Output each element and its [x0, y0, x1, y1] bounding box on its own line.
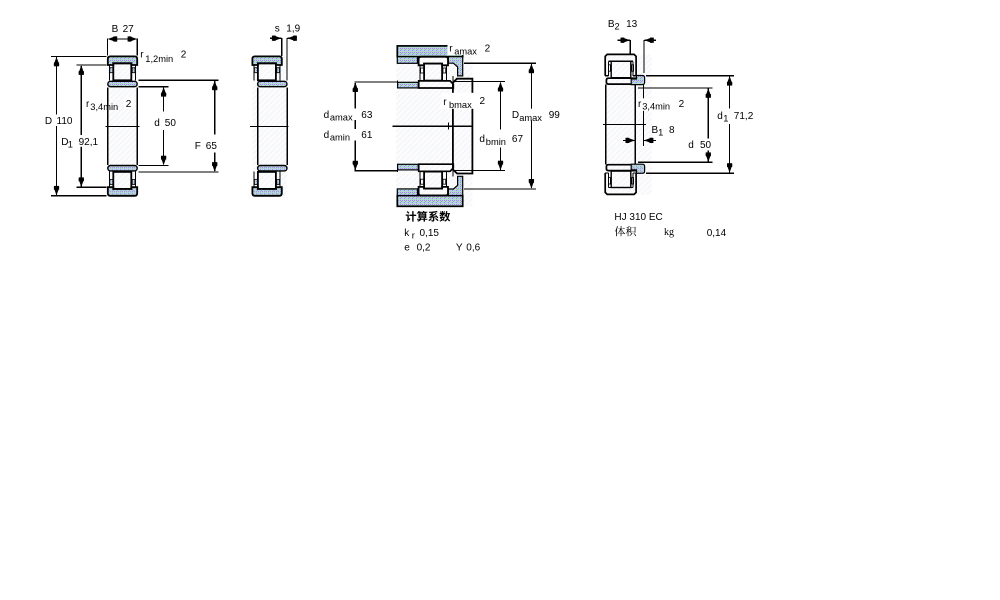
- svg-text:amax: amax: [454, 46, 477, 56]
- svg-text:F: F: [195, 141, 201, 152]
- svg-text:B: B: [652, 125, 659, 136]
- svg-text:63: 63: [361, 110, 373, 121]
- svg-text:1,9: 1,9: [286, 23, 300, 34]
- svg-text:2: 2: [181, 50, 187, 61]
- svg-text:k: k: [404, 228, 410, 239]
- svg-text:50: 50: [165, 118, 177, 129]
- svg-text:1: 1: [723, 114, 728, 124]
- svg-text:3,4min: 3,4min: [90, 102, 118, 112]
- svg-text:0,2: 0,2: [417, 243, 431, 254]
- svg-text:61: 61: [361, 130, 373, 141]
- svg-text:amin: amin: [330, 133, 350, 143]
- svg-text:bmin: bmin: [486, 137, 506, 147]
- svg-text:r: r: [638, 99, 642, 110]
- svg-text:27: 27: [123, 24, 135, 35]
- svg-text:d: d: [717, 111, 723, 122]
- svg-text:1: 1: [68, 139, 73, 149]
- svg-text:r: r: [86, 99, 90, 110]
- svg-text:r: r: [443, 97, 447, 108]
- svg-text:HJ 310 EC: HJ 310 EC: [614, 212, 662, 223]
- svg-text:65: 65: [206, 141, 218, 152]
- svg-text:kg: kg: [664, 227, 674, 238]
- svg-text:amax: amax: [519, 113, 542, 123]
- svg-text:2: 2: [679, 99, 685, 110]
- svg-text:0,15: 0,15: [420, 228, 440, 239]
- svg-text:D: D: [45, 116, 52, 127]
- svg-text:2: 2: [615, 22, 620, 32]
- svg-text:13: 13: [626, 19, 638, 30]
- svg-text:0,6: 0,6: [466, 243, 480, 254]
- svg-text:99: 99: [549, 110, 561, 121]
- svg-text:bmax: bmax: [449, 100, 472, 110]
- svg-text:Y: Y: [456, 243, 463, 254]
- svg-text:0,14: 0,14: [707, 228, 727, 239]
- svg-text:2: 2: [485, 43, 491, 54]
- svg-text:67: 67: [512, 134, 524, 145]
- svg-text:d: d: [324, 130, 330, 141]
- svg-text:2: 2: [126, 99, 132, 110]
- svg-text:3,4min: 3,4min: [642, 102, 670, 112]
- svg-text:d: d: [154, 118, 160, 129]
- svg-text:D: D: [61, 137, 68, 148]
- svg-text:r: r: [140, 50, 144, 61]
- svg-text:d: d: [479, 134, 485, 145]
- svg-text:amax: amax: [330, 112, 353, 122]
- svg-text:e: e: [404, 243, 410, 254]
- svg-text:8: 8: [669, 125, 675, 136]
- svg-text:50: 50: [700, 140, 712, 151]
- svg-text:1,2min: 1,2min: [145, 54, 173, 64]
- svg-text:r: r: [412, 230, 415, 240]
- svg-text:1: 1: [658, 127, 663, 137]
- svg-text:B: B: [112, 24, 119, 35]
- svg-text:B: B: [608, 19, 615, 30]
- svg-text:D: D: [512, 110, 519, 121]
- svg-text:r: r: [449, 44, 453, 55]
- svg-text:s: s: [275, 23, 280, 34]
- svg-text:d: d: [324, 110, 330, 121]
- svg-text:110: 110: [57, 116, 73, 127]
- svg-text:d: d: [688, 140, 694, 151]
- svg-text:71,2: 71,2: [734, 111, 754, 122]
- svg-text:92,1: 92,1: [79, 137, 99, 148]
- svg-text:2: 2: [480, 96, 486, 107]
